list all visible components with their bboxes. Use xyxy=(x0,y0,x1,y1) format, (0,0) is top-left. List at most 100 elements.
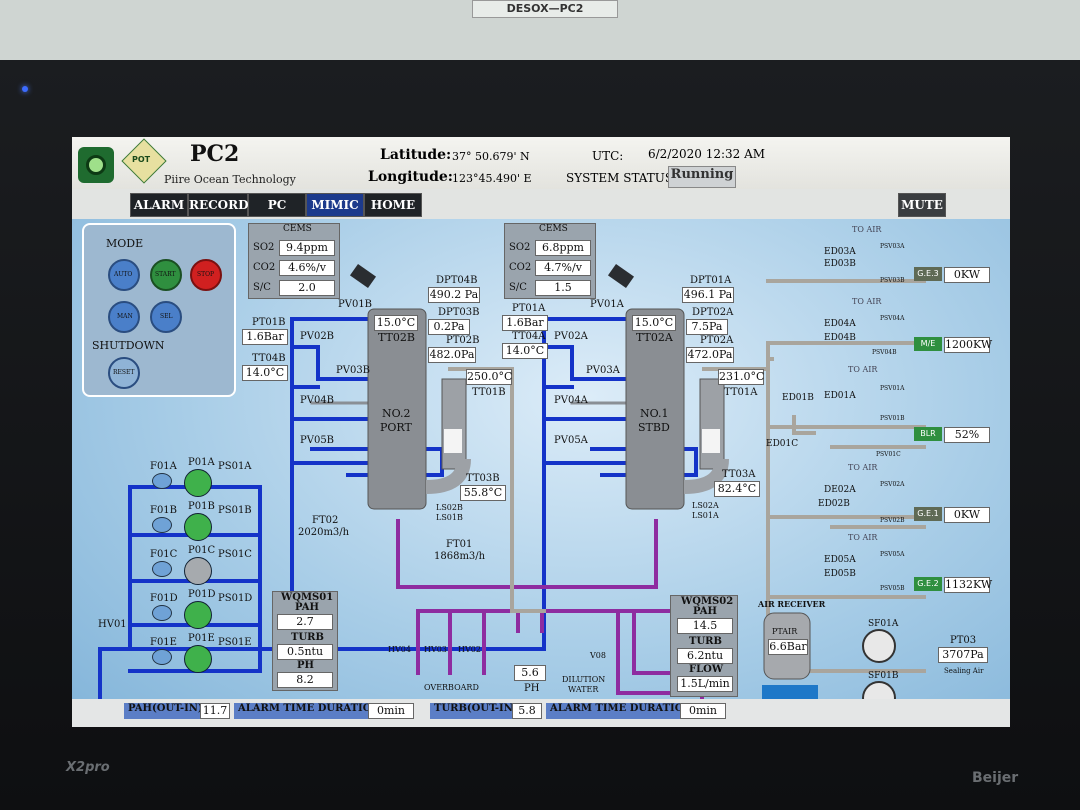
pv02a-label: PV02A xyxy=(554,331,588,342)
ls02b-label: LS02B xyxy=(436,503,463,512)
cems-panel-port: CEMS SO2 9.4ppm CO2 4.6%/v S/C 2.0 xyxy=(248,223,340,299)
start-button[interactable]: START xyxy=(150,259,182,291)
manual-button[interactable]: MAN xyxy=(108,301,140,333)
ls01a-label: LS01A xyxy=(692,511,719,520)
engine-ge3-value: 0KW xyxy=(944,267,990,283)
dpt02a-label: DPT02A xyxy=(692,307,734,318)
engine-me-unit: M/E xyxy=(914,337,942,351)
engine-ge2-value: 1132KW xyxy=(944,577,993,593)
psv02a-label: PSV02A xyxy=(880,481,905,488)
tab-mimic[interactable]: MIMIC xyxy=(306,193,364,217)
so2-value: 9.4ppm xyxy=(279,240,335,256)
ed02b-label: ED02B xyxy=(818,499,850,509)
pump-row[interactable]: F01D P01D PS01D xyxy=(142,589,262,629)
psv03a-label: PSV03A xyxy=(880,243,905,250)
pt01b-label: PT01B xyxy=(252,317,286,328)
mode-panel: MODE AUTO START STOP MAN SEL SHUTDOWN RE… xyxy=(82,223,236,397)
longitude-value: 123°45.490' E xyxy=(452,172,532,185)
pv01a-label: PV01A xyxy=(590,299,624,310)
ed01c-label: ED01C xyxy=(766,439,799,449)
dpt01a-label: DPT01A xyxy=(690,275,732,286)
footer-bar: PAH(OUT-IN): 11.7 ALARM TIME DURATION: 0… xyxy=(72,699,1010,727)
alarm-duration-value-2: 0min xyxy=(680,703,726,719)
dpt01a-value: 496.1 Pa xyxy=(682,287,734,303)
engine-ge1-unit: G.E.1 xyxy=(914,507,942,521)
utc-value: 6/2/2020 12:32 AM xyxy=(648,147,766,161)
psv01a-label: PSV01A xyxy=(880,385,905,392)
to-air-label: TO AIR xyxy=(848,533,878,542)
ptair-value: 6.6Bar xyxy=(768,639,808,655)
stop-button[interactable]: STOP xyxy=(190,259,222,291)
tab-record[interactable]: RECORD xyxy=(188,193,249,217)
v08-label: V08 xyxy=(590,651,606,660)
pump-icon[interactable] xyxy=(184,557,212,585)
shutdown-label: SHUTDOWN xyxy=(92,339,165,352)
wqms01-pah: 2.7 xyxy=(277,614,333,630)
ed01a-label: ED01A xyxy=(824,391,856,401)
ft01-value: 1868m3/h xyxy=(434,551,486,562)
ed05b-label: ED05B xyxy=(824,569,856,579)
wqms01-panel: WQMS01 PAH 2.7 TURB 0.5ntu PH 8.2 xyxy=(272,591,338,691)
tt02a-label: TT02A xyxy=(636,331,673,344)
tab-alarm[interactable]: ALARM xyxy=(130,193,188,217)
pump-row[interactable]: F01E P01E PS01E xyxy=(142,633,262,673)
wqms02-flow: 1.5L/min xyxy=(677,676,733,692)
wqms02-pah: 14.5 xyxy=(677,618,733,634)
dpt03b-value: 0.2Pa xyxy=(428,319,470,335)
flowmeter-icon xyxy=(152,473,172,489)
tab-pc[interactable]: PC xyxy=(248,193,306,217)
sc-value: 1.5 xyxy=(535,280,591,296)
ed03a-label: ED03A xyxy=(824,247,856,257)
flowmeter-icon xyxy=(152,605,172,621)
nav-bar: ALARM RECORD PC MIMIC HOME MUTE xyxy=(72,189,1010,219)
psv05b-label: PSV05B xyxy=(880,585,905,592)
pump-icon[interactable] xyxy=(184,469,212,497)
overboard-label: OVERBOARD xyxy=(424,683,479,692)
sealing-air-label: Sealing Air xyxy=(944,667,984,675)
pv03b-label: PV03B xyxy=(336,365,371,376)
air-receiver-title: AIR RECEIVER xyxy=(758,599,826,609)
select-button[interactable]: SEL xyxy=(150,301,182,333)
pv05b-label: PV05B xyxy=(300,435,335,446)
wqms01-turb: 0.5ntu xyxy=(277,644,333,660)
engine-ge1-value: 0KW xyxy=(944,507,990,523)
pt01b-value: 1.6Bar xyxy=(242,329,288,345)
hv04-label: HV04 xyxy=(388,645,411,654)
psv05a-label: PSV05A xyxy=(880,551,905,558)
pump-icon[interactable] xyxy=(184,645,212,673)
tab-home[interactable]: HOME xyxy=(364,193,422,217)
co2-value: 4.6%/v xyxy=(279,260,335,276)
hmi-screen: POT PC2 Piire Ocean Technology Latitude:… xyxy=(72,137,1010,727)
de02a-label: DE02A xyxy=(824,485,856,495)
water-label: WATER xyxy=(568,685,599,694)
mute-button[interactable]: MUTE xyxy=(898,193,946,217)
pump-row[interactable]: F01A P01A PS01A xyxy=(142,457,262,497)
pt02b-label: PT02B xyxy=(446,335,480,346)
so2-label: SO2 xyxy=(253,242,275,253)
model-label: X2pro xyxy=(66,760,110,775)
target-icon xyxy=(86,155,106,175)
pump-icon[interactable] xyxy=(184,601,212,629)
fan-icon[interactable] xyxy=(862,629,896,663)
stbd-name: NO.1 xyxy=(640,407,669,420)
auto-button[interactable]: AUTO xyxy=(108,259,140,291)
pv05a-label: PV05A xyxy=(554,435,588,446)
pump-icon[interactable] xyxy=(184,513,212,541)
hv01-label: HV01 xyxy=(98,619,127,630)
ph-value: 5.6 xyxy=(514,665,546,681)
pv02b-label: PV02B xyxy=(300,331,335,342)
reset-button[interactable]: RESET xyxy=(108,357,140,389)
hv03-label: HV03 xyxy=(424,645,447,654)
wqms01-ph: 8.2 xyxy=(277,672,333,688)
sc-label: S/C xyxy=(509,282,527,293)
longitude-label: Longitude: xyxy=(368,169,453,185)
pump-row[interactable]: F01C P01C PS01C xyxy=(142,545,262,585)
ptair-label: PTAIR xyxy=(772,627,798,636)
home-logo-button[interactable] xyxy=(78,147,114,183)
pt02a-label: PT02A xyxy=(700,335,734,346)
to-air-label: TO AIR xyxy=(852,225,882,234)
pt02a-value: 472.0Pa xyxy=(686,347,734,363)
psv04a-label: PSV04A xyxy=(880,315,905,322)
pump-row[interactable]: F01B P01B PS01B xyxy=(142,501,262,541)
tt03b-label: TT03B xyxy=(466,473,500,484)
